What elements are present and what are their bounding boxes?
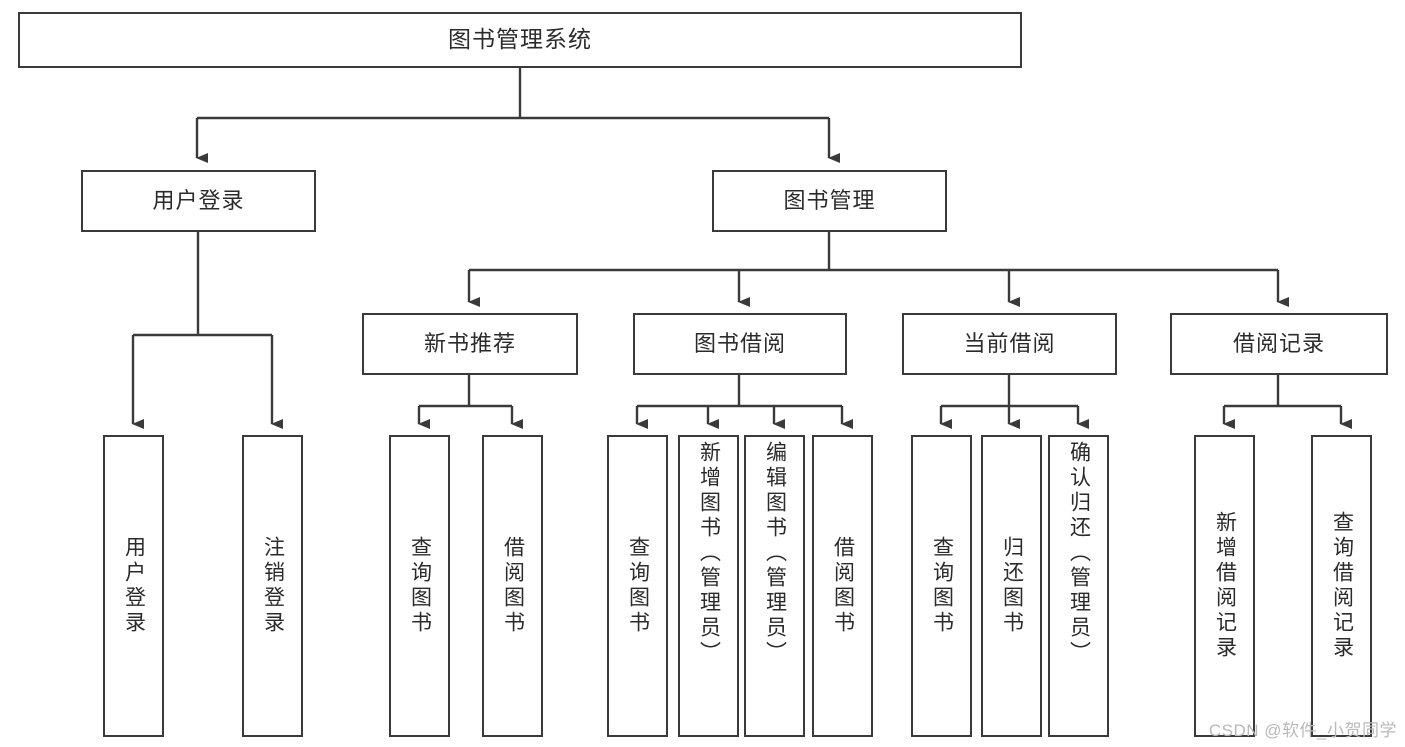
node-book-borrow[interactable]: 图书借阅: [633, 313, 847, 375]
leaf-bb-query-book[interactable]: 查询图书: [607, 435, 668, 737]
leaf-bb-add-book[interactable]: 新增图书（管理员）: [678, 435, 739, 737]
leaf-bb-edit-book[interactable]: 编辑图书（管理员）: [744, 435, 805, 737]
node-book-borrow-label: 图书借阅: [693, 330, 786, 356]
node-new-book-recommend[interactable]: 新书推荐: [362, 313, 578, 375]
leaf-bb-edit-book-label: 编辑图书（管理员）: [763, 441, 787, 666]
leaf-user-login[interactable]: 用户登录: [103, 435, 164, 737]
leaf-logout[interactable]: 注销登录: [242, 435, 303, 737]
node-book-manage-label: 图书管理: [783, 187, 876, 213]
leaf-nb-query-book[interactable]: 查询图书: [389, 435, 450, 737]
leaf-nb-query-book-label: 查询图书: [408, 536, 432, 636]
leaf-br-query-record-label: 查询借阅记录: [1330, 511, 1354, 661]
node-borrow-record-label: 借阅记录: [1232, 330, 1325, 356]
node-user-login[interactable]: 用户登录: [81, 170, 316, 232]
leaf-br-add-record-label: 新增借阅记录: [1213, 511, 1237, 661]
leaf-nb-borrow-book[interactable]: 借阅图书: [482, 435, 543, 737]
leaf-nb-borrow-book-label: 借阅图书: [501, 536, 525, 636]
node-current-borrow[interactable]: 当前借阅: [902, 313, 1117, 375]
leaf-cb-query-book-label: 查询图书: [930, 536, 954, 636]
leaf-br-add-record[interactable]: 新增借阅记录: [1194, 435, 1255, 737]
leaf-cb-confirm-return[interactable]: 确认归还（管理员）: [1048, 435, 1109, 737]
leaf-bb-add-book-label: 新增图书（管理员）: [697, 441, 721, 666]
leaf-user-login-label: 用户登录: [122, 536, 146, 636]
node-book-manage[interactable]: 图书管理: [712, 170, 947, 232]
node-new-book-recommend-label: 新书推荐: [423, 330, 516, 356]
leaf-cb-return-book[interactable]: 归还图书: [981, 435, 1042, 737]
leaf-bb-borrow-book-label: 借阅图书: [831, 536, 855, 636]
leaf-cb-confirm-return-label: 确认归还（管理员）: [1067, 441, 1091, 666]
leaf-bb-borrow-book[interactable]: 借阅图书: [812, 435, 873, 737]
node-root[interactable]: 图书管理系统: [18, 12, 1022, 68]
leaf-cb-query-book[interactable]: 查询图书: [911, 435, 972, 737]
node-current-borrow-label: 当前借阅: [963, 330, 1056, 356]
node-user-login-label: 用户登录: [152, 187, 245, 213]
node-borrow-record[interactable]: 借阅记录: [1170, 313, 1388, 375]
csdn-watermark: CSDN @软件_小贺同学: [1208, 721, 1397, 740]
leaf-cb-return-book-label: 归还图书: [1000, 536, 1024, 636]
leaf-logout-label: 注销登录: [261, 536, 285, 636]
node-root-label: 图书管理系统: [448, 26, 592, 53]
leaf-bb-query-book-label: 查询图书: [626, 536, 650, 636]
leaf-br-query-record[interactable]: 查询借阅记录: [1311, 435, 1372, 737]
